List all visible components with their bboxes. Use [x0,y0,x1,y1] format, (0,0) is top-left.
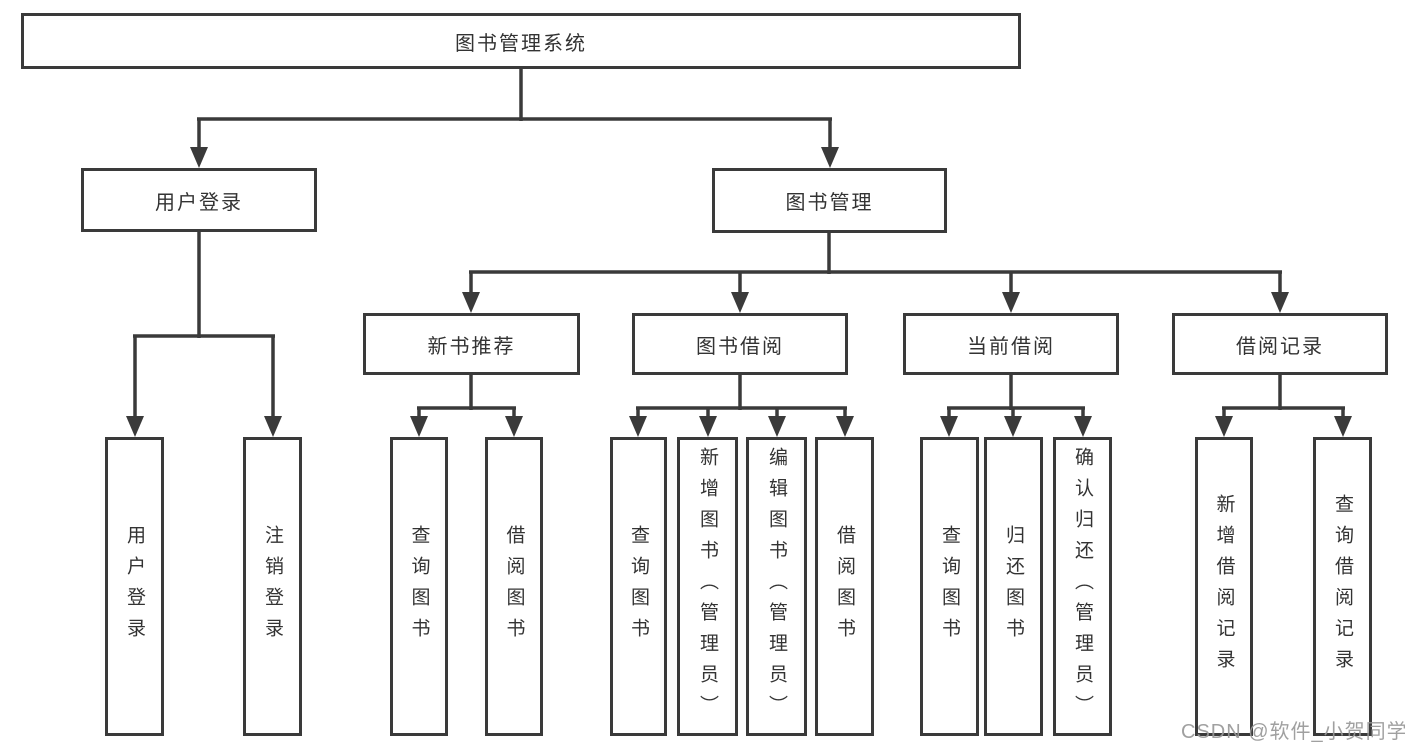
leaf-current-query-books-label: 查询图书 [939,524,960,649]
leaf-logout: 注销登录 [243,437,302,736]
node-new-book-recommend-label: 新书推荐 [427,335,516,358]
node-current-borrow-label: 当前借阅 [967,335,1055,358]
leaf-current-query-books: 查询图书 [920,437,979,736]
csdn-watermark: CSDN @软件_小贺同学 [1181,721,1405,743]
leaf-recommend-query-books-label: 查询图书 [408,524,430,649]
node-book-borrow: 图书借阅 [632,313,848,375]
node-new-book-recommend: 新书推荐 [363,313,580,375]
leaf-add-borrow-record: 新增借阅记录 [1195,437,1253,736]
leaf-recommend-query-books: 查询图书 [390,437,448,736]
leaf-return-books-label: 归还图书 [1003,524,1024,649]
node-borrow-records: 借阅记录 [1172,313,1388,375]
leaf-confirm-return-admin-label: 确认归还（管理员） [1072,447,1093,726]
leaf-borrow-books-label: 借阅图书 [834,524,855,649]
leaf-return-books: 归还图书 [984,437,1043,736]
node-user-login: 用户登录 [81,168,317,232]
leaf-logout-label: 注销登录 [262,524,283,649]
node-root: 图书管理系统 [21,13,1021,69]
leaf-borrow-books: 借阅图书 [815,437,874,736]
leaf-query-borrow-record: 查询借阅记录 [1313,437,1372,736]
leaf-recommend-borrow-books-label: 借阅图书 [503,524,525,649]
leaf-add-books-admin: 新增图书（管理员） [677,437,738,736]
leaf-add-books-admin-label: 新增图书（管理员） [697,447,718,726]
node-user-login-label: 用户登录 [155,191,243,214]
node-book-borrow-label: 图书借阅 [696,335,784,358]
node-book-management-label: 图书管理 [785,192,874,214]
leaf-query-borrow-record-label: 查询借阅记录 [1332,493,1353,680]
leaf-user-login-label: 用户登录 [124,524,145,649]
leaf-recommend-borrow-books: 借阅图书 [485,437,543,736]
leaf-borrow-query-books: 查询图书 [610,437,667,736]
leaf-add-borrow-record-label: 新增借阅记录 [1213,493,1235,680]
leaf-confirm-return-admin: 确认归还（管理员） [1053,437,1112,736]
leaf-borrow-query-books-label: 查询图书 [628,524,649,649]
node-borrow-records-label: 借阅记录 [1236,335,1324,358]
leaf-edit-books-admin-label: 编辑图书（管理员） [766,447,787,726]
leaf-edit-books-admin: 编辑图书（管理员） [746,437,807,736]
leaf-user-login: 用户登录 [105,437,164,736]
node-book-management: 图书管理 [712,168,947,233]
node-current-borrow: 当前借阅 [903,313,1119,375]
node-root-label: 图书管理系统 [455,32,587,55]
